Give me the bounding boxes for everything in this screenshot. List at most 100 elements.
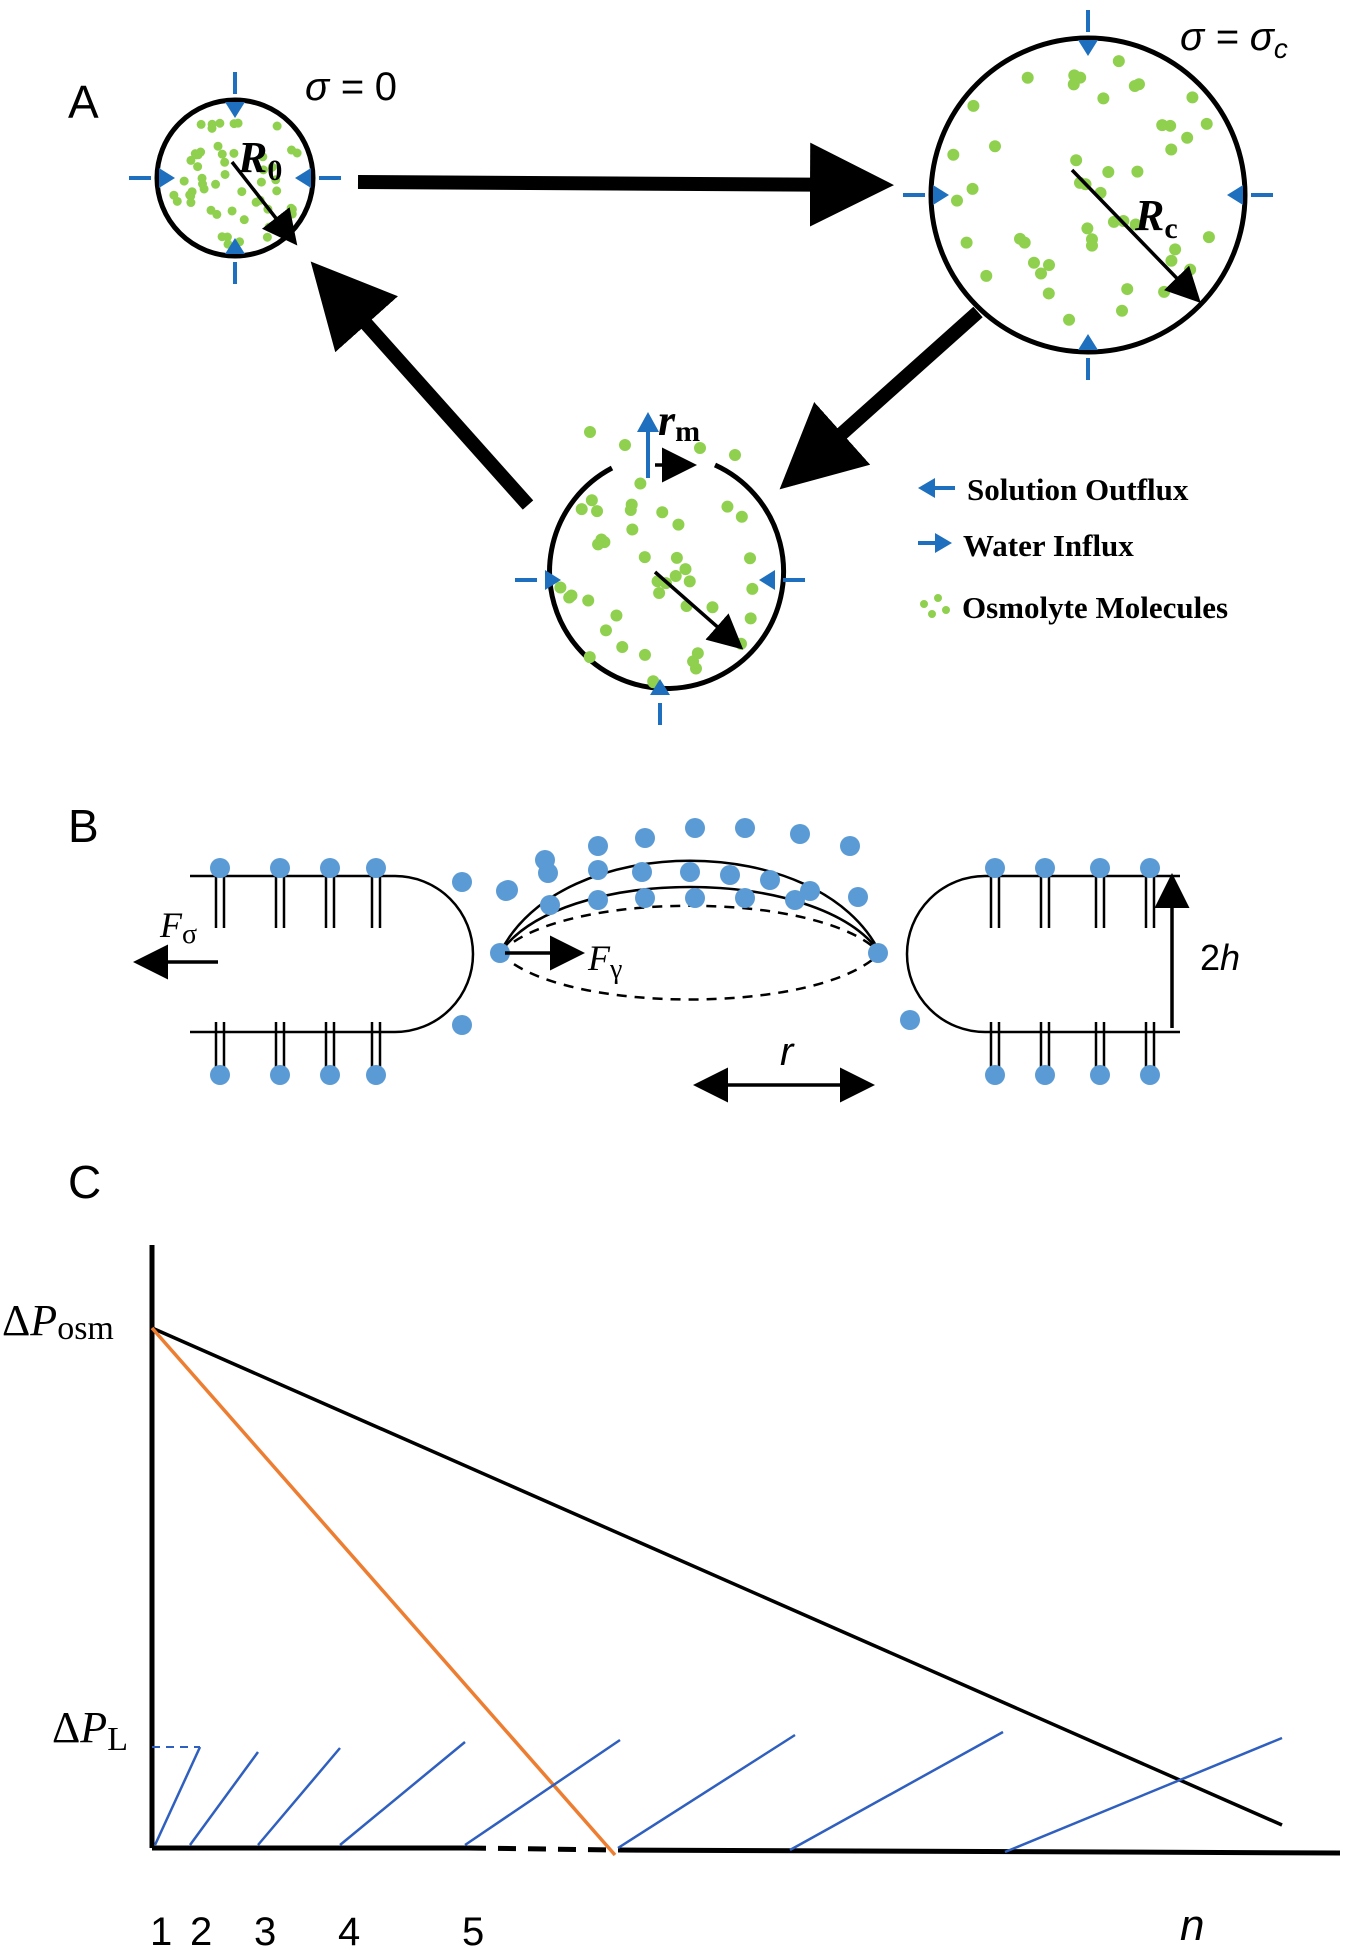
pressure-cycles	[153, 1730, 1283, 1854]
osmolyte-dot	[1085, 239, 1098, 252]
cycle-ramp	[339, 1741, 466, 1846]
vesicle-critical: Rc	[903, 10, 1273, 380]
lipid-head	[840, 836, 860, 856]
lipid-head	[270, 1065, 290, 1085]
flux-arrowhead	[1078, 334, 1098, 350]
osmolyte-dot	[599, 624, 612, 637]
fast-decay-line	[150, 1326, 617, 1857]
lipid-head	[490, 943, 510, 963]
osmolyte-dot	[575, 503, 588, 516]
lipid-head	[635, 888, 655, 908]
lipid-head	[985, 858, 1005, 878]
x-tick-2: 2	[190, 1910, 212, 1950]
osmolyte-dots-relaxed	[169, 118, 302, 249]
osmolyte-dot	[1129, 218, 1142, 231]
osmolyte-dot	[1097, 92, 1110, 105]
osmolyte-dot	[746, 582, 759, 595]
lipid-head	[1035, 1065, 1055, 1085]
panel-b: B Fσ Fγ r 2h	[68, 800, 1240, 1103]
osmolyte-dot	[258, 152, 268, 162]
osmolyte-dot	[669, 569, 682, 582]
osmolyte-dot	[619, 439, 631, 451]
lipid-molecules	[210, 818, 1160, 1085]
osmolyte-dot	[565, 589, 578, 602]
radius-label-rc: Rc	[1134, 191, 1178, 245]
lipid-head	[535, 850, 555, 870]
cycle-ramp	[1004, 1736, 1283, 1854]
lipid-head	[632, 862, 652, 882]
x-tick-3: 3	[254, 1910, 276, 1950]
arrow-reseal	[310, 261, 534, 510]
flux-arrowhead	[159, 168, 175, 188]
osmolyte-dot	[1184, 263, 1197, 276]
osmolyte-dot	[638, 648, 651, 661]
osmolyte-dot	[1042, 258, 1055, 271]
osmolyte-dot	[239, 215, 249, 225]
legend-outflux-icon	[918, 478, 955, 498]
osmolyte-dot	[272, 186, 282, 196]
osmolyte-dot	[229, 148, 239, 158]
osmolyte-dot	[638, 551, 651, 564]
flux-arrowhead	[545, 570, 561, 590]
lipid-head	[588, 890, 608, 910]
x-tick-5: 5	[462, 1910, 484, 1950]
lipid-head	[785, 890, 805, 910]
osmolyte-dot	[1202, 231, 1215, 244]
x-tick-4: 4	[338, 1910, 360, 1950]
osmolyte-dot	[1156, 119, 1169, 132]
osmolyte-dot	[585, 494, 598, 507]
osmolyte-dot	[966, 182, 979, 195]
flux-arrowhead	[933, 185, 949, 205]
osmolyte-dot	[193, 162, 203, 172]
osmolyte-dot	[287, 145, 297, 155]
flux-arrowhead	[650, 679, 670, 695]
radius-label-r0: R0	[237, 133, 282, 187]
osmolyte-dot	[187, 187, 197, 197]
cycle-ramp	[153, 1746, 202, 1846]
osmolyte-dot	[287, 209, 297, 219]
line-tension-force-label: Fγ	[587, 938, 622, 985]
y-tick-pl: ΔPL	[52, 1703, 128, 1758]
osmolyte-dot	[179, 176, 189, 186]
x-axis-gap	[467, 1845, 619, 1853]
legend-osmolyte-label: Osmolyte Molecules	[962, 590, 1228, 625]
flux-markers-relaxed	[129, 72, 341, 284]
lipid-head	[635, 828, 655, 848]
osmolyte-dot	[653, 586, 666, 599]
lipid-head	[452, 1015, 472, 1035]
osmolyte-dot	[220, 169, 230, 179]
osmolyte-dot	[583, 651, 596, 664]
radius-arrow-pored	[653, 570, 744, 650]
osmolyte-dot	[554, 581, 567, 594]
lipid-head	[720, 865, 740, 885]
panel-c: C ΔPosm ΔPL 1 2 3 4 5 n	[2, 1156, 1341, 1950]
osmolyte-dot	[211, 179, 221, 189]
lipid-head	[685, 888, 705, 908]
lipid-head	[588, 836, 608, 856]
lipid-head	[680, 862, 700, 882]
radius-arrow-r0	[230, 160, 298, 246]
arrow-expand	[357, 142, 894, 227]
osmolyte-dot	[1042, 287, 1055, 300]
osmolyte-dot	[656, 506, 669, 519]
osmolyte-dot	[610, 609, 623, 622]
osmolyte-dot	[679, 563, 692, 576]
osmolyte-dot	[1107, 215, 1120, 228]
osmolyte-dot	[967, 99, 980, 112]
osmolyte-dot	[229, 119, 239, 129]
osmolyte-dot	[1165, 254, 1178, 267]
osmolyte-dot	[1034, 267, 1047, 280]
flux-markers-pored	[515, 412, 805, 725]
sigma-critical-label: σ = σc	[1180, 15, 1288, 64]
thickness-label: 2h	[1200, 937, 1240, 978]
osmolyte-dot	[271, 175, 281, 185]
tension-force-label: Fσ	[159, 905, 197, 950]
osmolyte-dot	[624, 504, 637, 517]
pore-radius-span-label: r	[780, 1030, 795, 1074]
osmolyte-dot	[222, 232, 232, 242]
osmolyte-dot	[220, 157, 230, 167]
osmolyte-dot	[950, 194, 963, 207]
osmolyte-dot	[262, 232, 272, 242]
pore-radius-label: rm	[658, 396, 700, 448]
osmolyte-dot	[258, 165, 268, 175]
